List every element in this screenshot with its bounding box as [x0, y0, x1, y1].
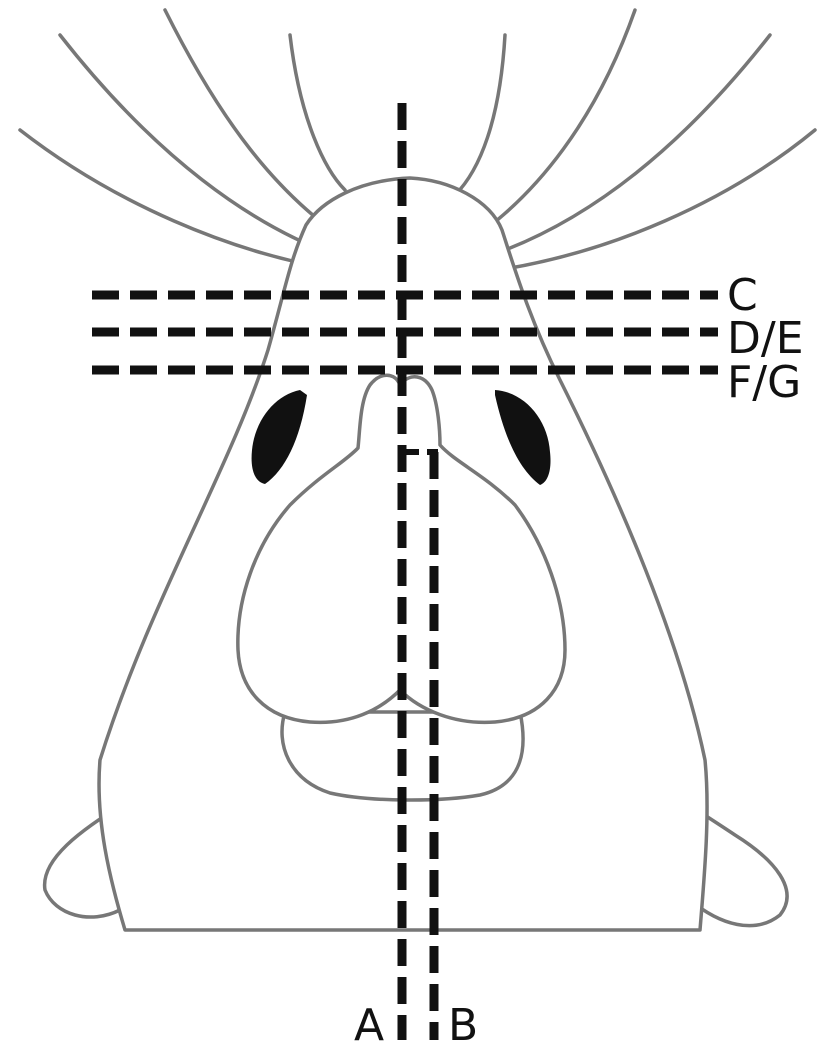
plane-fg-label: F/G — [727, 357, 801, 408]
whisker-left-4 — [290, 35, 345, 190]
plane-a-label: A — [354, 1000, 384, 1051]
plane-b-label: B — [448, 1000, 478, 1051]
whisker-right-2 — [470, 35, 770, 262]
whisker-right-1 — [485, 130, 815, 272]
whisker-right-4 — [455, 35, 505, 195]
